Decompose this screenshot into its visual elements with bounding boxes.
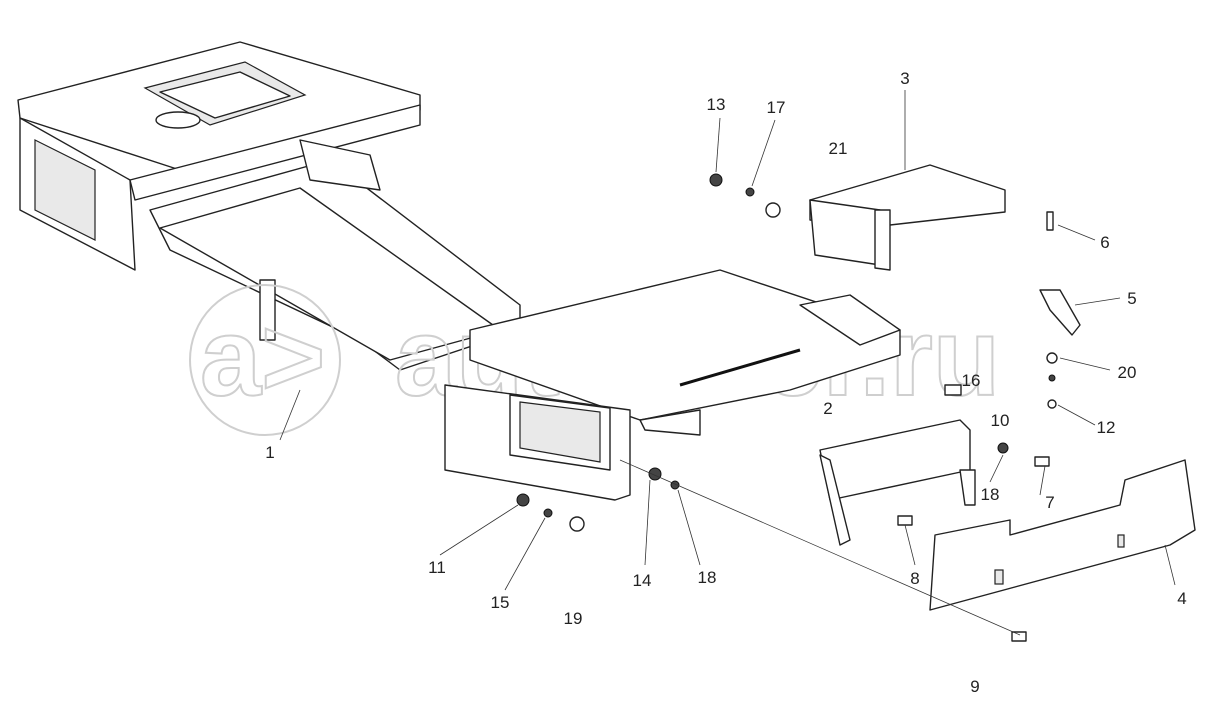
fasteners [516,173,1058,642]
label-15: 15 [491,593,510,612]
part-14-bracket [444,384,631,501]
label-12: 12 [1097,418,1116,437]
part-1-frame [17,41,521,371]
part-6-bolt [1046,211,1054,231]
part-3-cover [809,164,1006,271]
label-1: 1 [265,443,274,462]
label-14: 14 [633,571,652,590]
label-4: 4 [1177,589,1186,608]
label-16: 16 [962,371,981,390]
part-5-bracket [1039,289,1081,336]
label-17: 17 [767,98,786,117]
support-bracket [819,419,976,546]
label-9: 9 [970,677,979,696]
label-6: 6 [1100,233,1109,252]
label-8: 8 [910,569,919,588]
label-18a: 18 [698,568,717,587]
label-21: 21 [829,139,848,158]
label-2: 2 [823,399,832,418]
label-3: 3 [900,69,909,88]
part-labels: 1 2 3 4 5 6 7 8 9 10 11 12 13 14 15 16 1… [265,69,1186,696]
label-13: 13 [707,95,726,114]
watermark-logo: a> [200,296,325,419]
part-4-guard [929,459,1196,611]
label-5: 5 [1127,289,1136,308]
label-11: 11 [428,558,446,577]
label-19: 19 [564,609,583,628]
label-7: 7 [1045,493,1054,512]
part-2-plate [469,269,901,436]
label-18b: 18 [981,485,1000,504]
leader-lines [279,90,1176,636]
label-20: 20 [1118,363,1137,382]
label-10: 10 [991,411,1010,430]
